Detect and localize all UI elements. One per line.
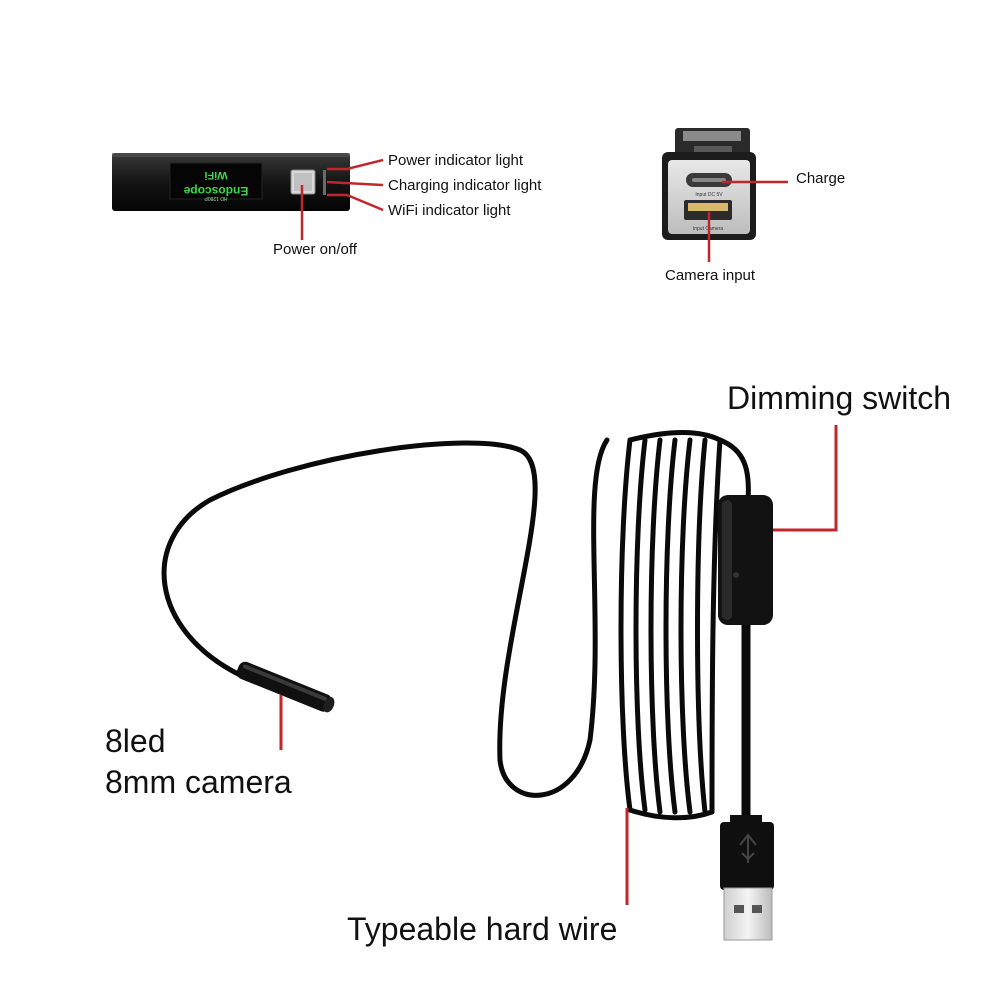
side-view-pointers: [300, 158, 384, 240]
cable-pointers: [279, 425, 838, 905]
charge-label: Charge: [796, 170, 846, 187]
usb-plug: [720, 815, 774, 941]
power-button-label: Power on/off: [273, 241, 357, 258]
camera-label-line1: 8led: [105, 723, 166, 759]
camera-tip: [236, 661, 335, 713]
oled-wifi-text: WiFi: [204, 169, 227, 181]
wifi-indicator-label: WiFi indicator light: [388, 202, 511, 219]
camera-input-label: Camera input: [665, 267, 756, 284]
oled-model-text: HD 1280P: [204, 195, 228, 201]
indicator-lights: [323, 170, 326, 195]
wifi-box-end-view: Input DC 5V Input Camera: [662, 128, 756, 240]
end-view-pointers: [707, 180, 788, 262]
dimming-switch-body: [718, 495, 773, 625]
hard-wire-label: Typeable hard wire: [347, 911, 618, 947]
dimming-switch-label: Dimming switch: [727, 380, 952, 416]
oled-endoscope-text: Endoscope: [183, 184, 248, 198]
power-indicator-label: Power indicator light: [388, 152, 524, 169]
cable-coil: [618, 430, 723, 821]
wifi-box-side-view: Endoscope WiFi HD 1280P: [112, 153, 350, 211]
charging-indicator-label: Charging indicator light: [388, 177, 542, 194]
usbc-port-label: Input DC 5V: [695, 192, 723, 198]
probe-cable: [161, 437, 610, 798]
camera-label-line2: 8mm camera: [105, 764, 292, 800]
endoscope-cable: [161, 430, 751, 825]
oled-display: Endoscope WiFi HD 1280P: [169, 162, 263, 201]
